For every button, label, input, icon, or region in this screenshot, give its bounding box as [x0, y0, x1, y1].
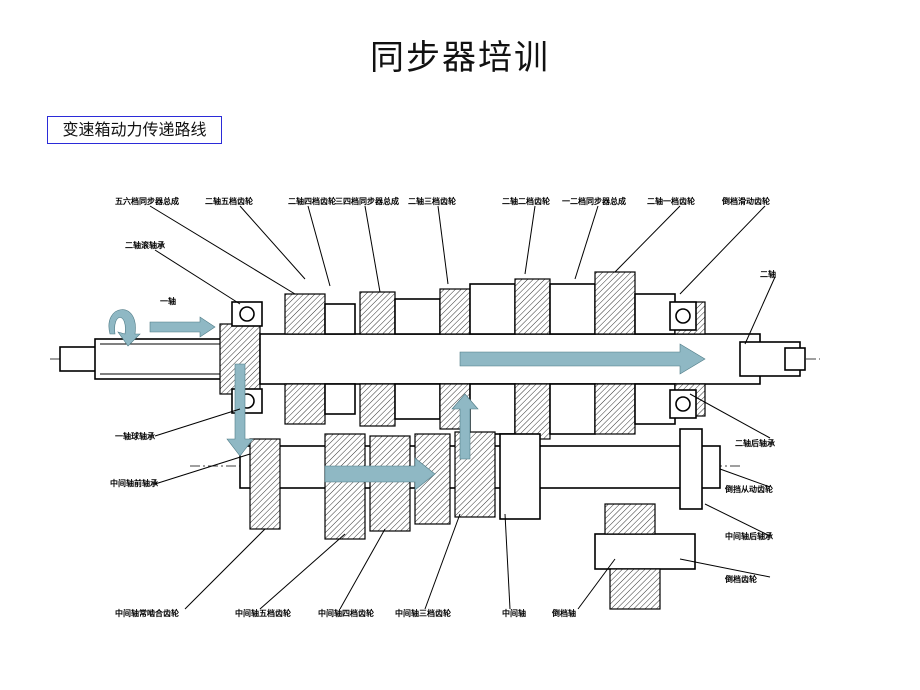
label-countershaft-constant-mesh-gear: 中间轴常啮合齿轮 [115, 608, 179, 618]
label-second-shaft-1st-gear: 二轴一档齿轮 [647, 196, 695, 206]
gearbox-diagram: 五六档同步器总成 二轴五档齿轮 二轴四档齿轮 三四档同步器总成 二轴三档齿轮 二… [50, 196, 820, 618]
label-second-shaft: 二轴 [760, 269, 776, 279]
flow-arrow-countershaft [324, 457, 436, 491]
flow-arrow-input [149, 316, 216, 338]
label-first-shaft-ball-bearing: 一轴球轴承 [115, 431, 155, 441]
input-shaft [59, 323, 261, 395]
label-countershaft-5th-gear: 中间轴五档齿轮 [235, 608, 291, 618]
label-first-shaft: 一轴 [160, 296, 176, 306]
label-countershaft-3rd-gear: 中间轴三档齿轮 [395, 608, 451, 618]
label-second-shaft-3rd-gear: 二轴三档齿轮 [408, 196, 456, 206]
label-second-shaft-5th-gear: 二轴五档齿轮 [205, 196, 253, 206]
labels-right: 二轴 二轴后轴承 倒挡从动齿轮 中间轴后轴承 倒档齿轮 [724, 269, 776, 584]
label-12-synchronizer: 一二档同步器总成 [562, 196, 626, 206]
label-reverse-sliding-gear: 倒档滑动齿轮 [721, 196, 770, 206]
reverse-gear [594, 503, 696, 610]
flow-arrow-down [226, 363, 254, 457]
subtitle-box: 变速箱动力传递路线 [47, 116, 222, 144]
label-second-shaft-2nd-gear: 二轴二档齿轮 [502, 196, 550, 206]
power-flow-arrows [149, 316, 706, 491]
labels-top: 五六档同步器总成 二轴五档齿轮 二轴四档齿轮 三四档同步器总成 二轴三档齿轮 二… [115, 196, 770, 206]
rear-bearing [669, 301, 697, 419]
label-second-shaft-rear-bearing: 二轴后轴承 [735, 438, 775, 448]
label-reverse-shaft: 倒档轴 [551, 608, 576, 618]
flow-arrow-output [459, 343, 706, 375]
label-countershaft-front-bearing: 中间轴前轴承 [110, 478, 158, 488]
label-second-shaft-4th-gear: 二轴四档齿轮 [288, 196, 336, 206]
rotation-arrow-icon [108, 309, 141, 347]
leader-lines [149, 205, 776, 610]
labels-bottom: 中间轴常啮合齿轮 中间轴五档齿轮 中间轴四档齿轮 中间轴三档齿轮 中间轴 倒档轴 [115, 608, 576, 618]
label-reverse-gear: 倒档齿轮 [724, 574, 757, 584]
labels-left: 二轴滚轴承 一轴 一轴球轴承 中间轴前轴承 [110, 240, 176, 488]
label-countershaft: 中间轴 [502, 608, 526, 618]
label-countershaft-4th-gear: 中间轴四档齿轮 [318, 608, 374, 618]
label-second-shaft-roller-bearing: 二轴滚轴承 [125, 240, 165, 250]
page-title: 同步器培训 [370, 38, 550, 78]
label-reverse-driven-gear: 倒挡从动齿轮 [724, 484, 773, 494]
flow-arrow-up [451, 393, 479, 460]
label-56-synchronizer: 五六档同步器总成 [115, 196, 179, 206]
label-34-synchronizer: 三四档同步器总成 [335, 196, 399, 206]
input-ball-bearing [231, 301, 263, 414]
label-countershaft-rear-bearing: 中间轴后轴承 [725, 531, 773, 541]
